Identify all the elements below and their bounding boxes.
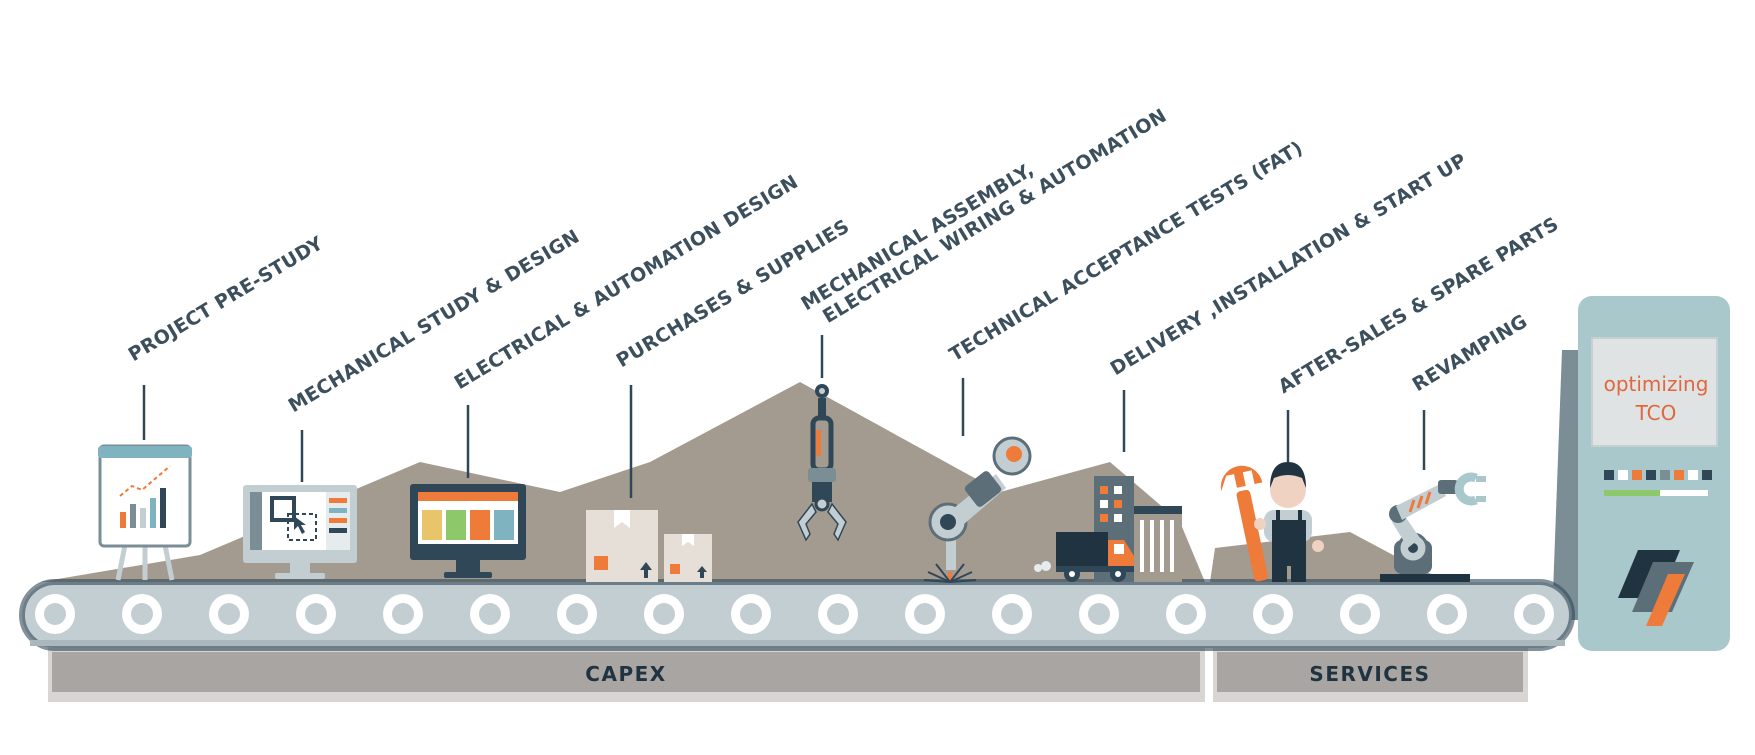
- tco-line-1: optimizing: [1603, 372, 1709, 396]
- roller-hub: [1262, 603, 1284, 625]
- services-bar-inner: [1217, 652, 1523, 692]
- tco-line-2: TCO: [1635, 401, 1677, 425]
- tco-kiosk: [1552, 296, 1730, 651]
- roller-hub: [479, 603, 501, 625]
- roller-hub: [566, 603, 588, 625]
- welding-robot-icon: [923, 436, 1032, 583]
- connector-lines: [142, 335, 1426, 498]
- roller-hub: [1523, 603, 1545, 625]
- roller-hub: [1088, 603, 1110, 625]
- roller-hub: [740, 603, 762, 625]
- roller-hub: [914, 603, 936, 625]
- supply-boxes-icon: [586, 510, 712, 582]
- cad-monitor-icon: [243, 485, 357, 579]
- robotic-arm-icon: [1380, 472, 1486, 582]
- capex-label: CAPEX: [585, 662, 667, 686]
- truck-factory-icon: [1034, 476, 1182, 582]
- roller-hub: [1001, 603, 1023, 625]
- dashboard-monitor-icon: [410, 484, 526, 578]
- roller-hub: [1175, 603, 1197, 625]
- roller-hub: [392, 603, 414, 625]
- roller-hub: [1349, 603, 1371, 625]
- roller-hub: [218, 603, 240, 625]
- flipchart-icon: [98, 444, 192, 581]
- roller-hub: [131, 603, 153, 625]
- roller-hub: [305, 603, 327, 625]
- capex-bar-inner: [52, 652, 1200, 692]
- robot-gripper-icon: [797, 384, 847, 542]
- tco-screen-text: optimizing TCO: [1596, 370, 1716, 428]
- roller-hub: [44, 603, 66, 625]
- roller-hub: [827, 603, 849, 625]
- conveyor-belt: [19, 579, 1575, 651]
- services-label: SERVICES: [1309, 662, 1431, 686]
- roller-hub: [653, 603, 675, 625]
- technician-icon: [1220, 462, 1324, 582]
- roller-hub: [1436, 603, 1458, 625]
